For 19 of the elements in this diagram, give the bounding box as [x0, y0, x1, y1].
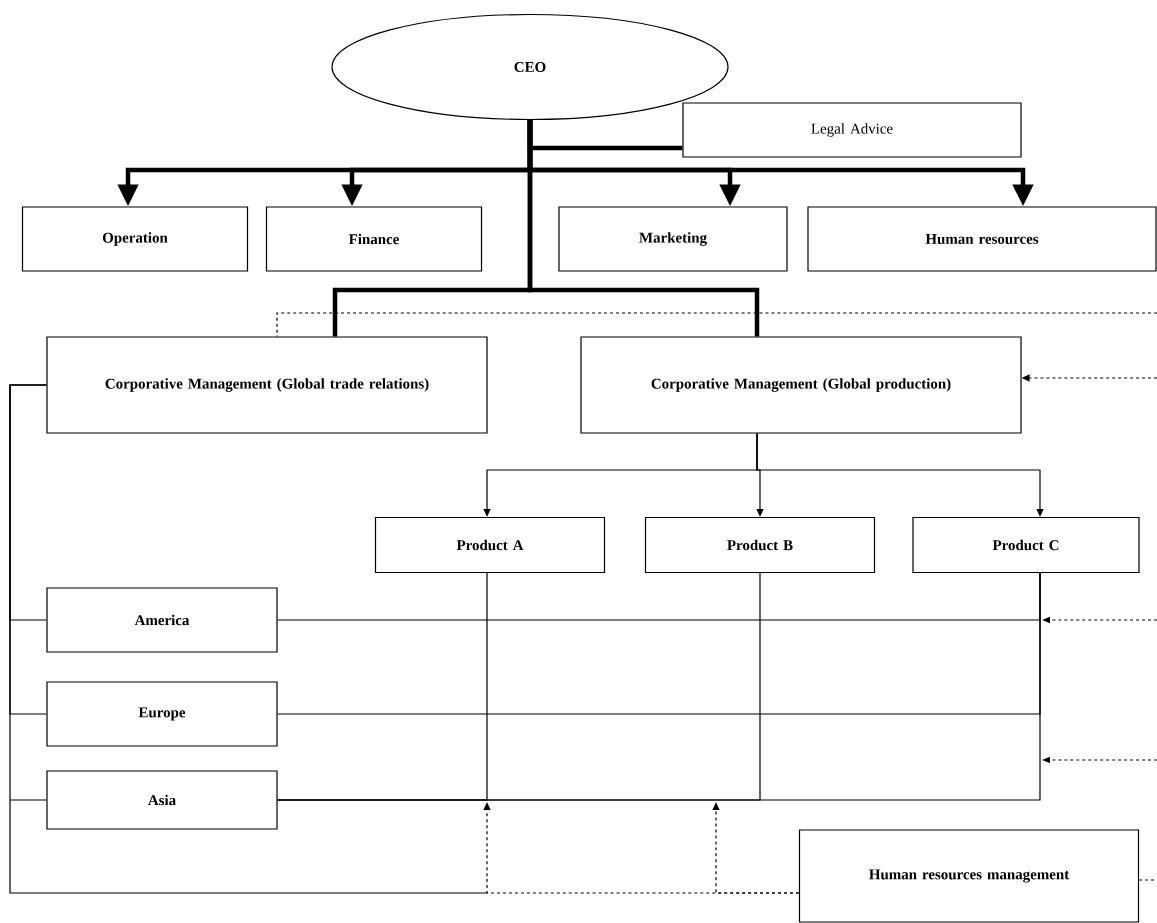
- management-box: Human resources management: [798, 829, 1140, 923]
- department-box: Marketing: [558, 206, 788, 272]
- management-box: Corporative Management (Global trade relations): [46, 336, 488, 434]
- product-box: Product C: [912, 516, 1140, 574]
- product-box: Product B: [644, 516, 876, 574]
- connector-line: [9, 384, 488, 894]
- arrow: [483, 802, 800, 894]
- department-box: Human resources: [807, 206, 1157, 272]
- advisory-box: Legal Advice: [682, 102, 1022, 158]
- region-box: Asia: [46, 770, 278, 830]
- management-box: Corporative Management (Global production): [580, 336, 1022, 434]
- connector-line: [1138, 879, 1157, 881]
- connector-line: [277, 572, 1041, 715]
- product-box: Product A: [374, 516, 606, 574]
- department-box: Operation: [21, 206, 249, 272]
- region-box: America: [46, 587, 278, 653]
- connector-line: [527, 120, 760, 337]
- department-box: Finance: [265, 206, 483, 272]
- region-box: Europe: [46, 681, 278, 747]
